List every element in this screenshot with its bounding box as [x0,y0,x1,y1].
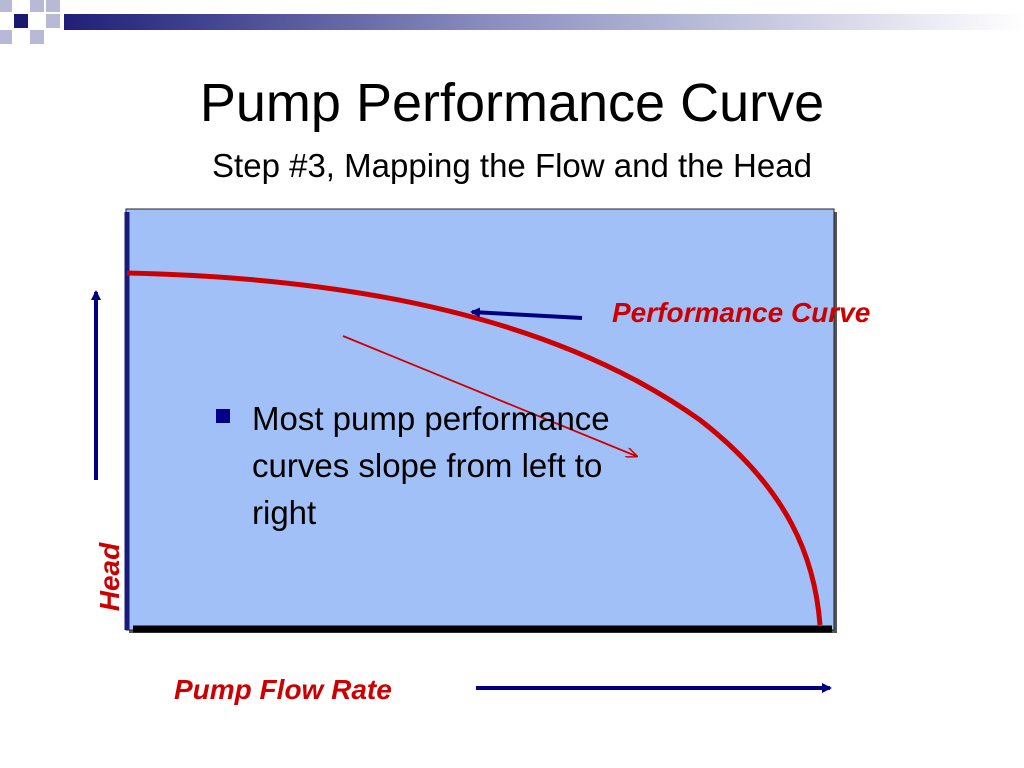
logo-square [46,14,60,28]
logo-square [0,30,12,44]
performance-curve [126,270,823,626]
logo-square [46,0,60,12]
logo-square [0,0,12,12]
corner-logo-graphic [0,0,1024,44]
logo-square [30,30,44,44]
header-gradient-bar [64,14,1024,30]
slide-subtitle: Step #3, Mapping the Flow and the Head [212,147,812,184]
logo-square [14,14,28,28]
bullet-text: Most pump performance curves slope from … [252,400,610,531]
performance-curve-label: Performance Curve [612,297,871,328]
logo-square [30,0,44,12]
bullet-square-icon [216,409,230,423]
slide-title: Pump Performance Curve [199,73,825,133]
pump-flow-rate-label: Pump Flow Rate [174,674,392,705]
head-axis-label: Head [94,542,125,612]
curve-pointer-arrow [470,307,583,320]
slope-indicator-arrow [342,335,636,456]
